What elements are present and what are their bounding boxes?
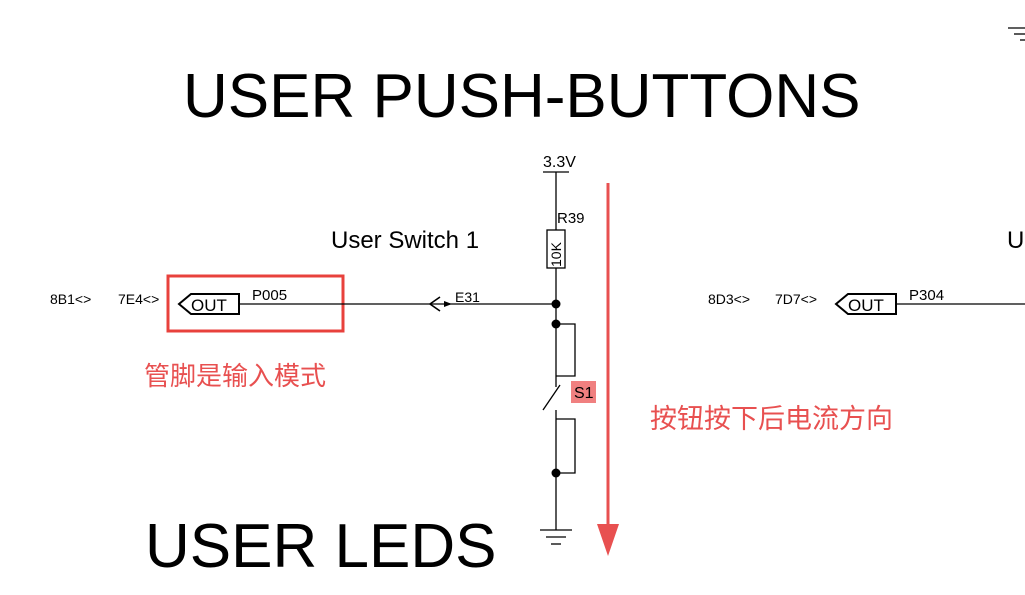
junction-dot	[551, 299, 561, 309]
resistor-value-10k: 10K	[548, 241, 564, 267]
user-switch-1-label: User Switch 1	[331, 227, 479, 254]
heading-user-leds: USER LEDS	[145, 512, 496, 581]
user-switch-2-label-partial: U	[1007, 227, 1024, 254]
out-port-connector: OUT	[177, 293, 240, 315]
power-symbol-3v3: 3.3V	[543, 154, 576, 173]
svg-text:OUT: OUT	[191, 296, 227, 315]
annotation-current-direction: 按钮按下后电流方向	[650, 404, 893, 435]
pushbutton-s1	[542, 323, 576, 474]
switch-ref-badge	[571, 381, 596, 403]
sheet-ref-8b1: 8B1<>	[50, 291, 91, 307]
annotation-input-mode: 管脚是输入模式	[144, 362, 326, 392]
svg-text:3.3V: 3.3V	[543, 154, 576, 171]
switch-ref-s1: S1	[574, 385, 594, 402]
current-direction-arrow	[597, 183, 619, 556]
svg-text:OUT: OUT	[848, 296, 884, 315]
heading-user-push-buttons: USER PUSH-BUTTONS	[183, 62, 861, 131]
pin-label-p005: P005	[252, 287, 287, 304]
resistor-ref-r39: R39	[557, 210, 585, 227]
sheet-ref-7d7: 7D7<>	[775, 291, 817, 307]
sheet-ref-8d3: 8D3<>	[708, 291, 750, 307]
out-port-connector-2: OUT	[834, 293, 897, 315]
pin-label-p304: P304	[909, 287, 944, 304]
input-arrow-marker	[428, 296, 441, 312]
ground-symbol-partial	[1008, 27, 1025, 41]
net-label-e31: E31	[455, 289, 480, 305]
sheet-ref-7e4: 7E4<>	[118, 291, 159, 307]
ground-symbol	[540, 529, 572, 545]
